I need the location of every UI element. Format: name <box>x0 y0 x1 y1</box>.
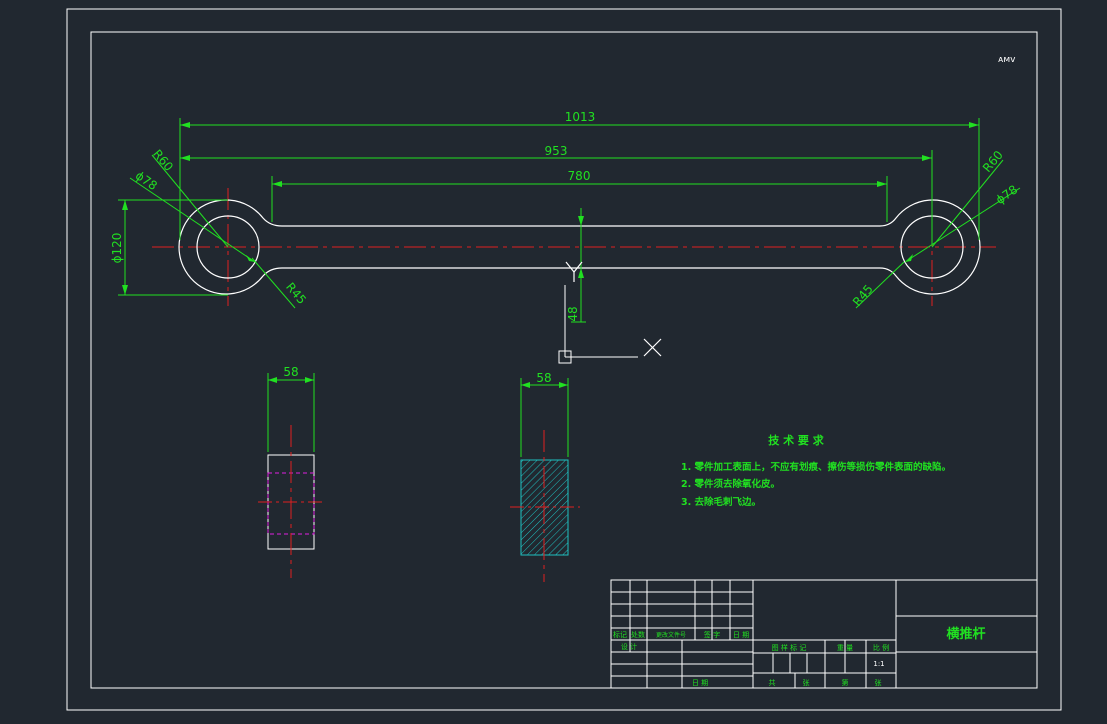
dim-48: 48 <box>566 306 580 321</box>
tb-bottom-sheets1: 张 <box>803 678 810 687</box>
tb-label-sign: 签 字 <box>704 630 720 639</box>
ucs-axis-icon <box>558 261 662 364</box>
dimension-total-length[interactable]: 1013 <box>179 110 980 240</box>
dim-left-R45: R45 <box>283 280 309 307</box>
title-block[interactable] <box>610 579 1038 689</box>
tech-req-title: 技 术 要 求 <box>768 433 824 447</box>
dimension-left-outer-dia[interactable]: ϕ120 <box>110 199 228 296</box>
tb-scale-value: 1:1 <box>873 660 884 668</box>
tb-header-weight: 重 量 <box>837 644 853 652</box>
dim-left-R60: R60 <box>150 147 176 174</box>
tech-req-item-3: 3. 去除毛刺飞边。 <box>681 496 761 508</box>
tb-label-date: 日 期 <box>733 631 749 639</box>
section-view[interactable]: 58 <box>510 371 580 582</box>
tech-req-item-2: 2. 零件须去除氧化皮。 <box>681 478 780 490</box>
title-block-text: 横推杆 标记 处数 更改文件号 签 字 日 期 设 计 图 样 标 记 重 量 … <box>613 626 986 687</box>
dim-953: 953 <box>545 144 568 158</box>
dim-right-phi78: ϕ78 <box>993 182 1020 207</box>
dim-right-R60: R60 <box>980 148 1006 175</box>
tb-bottom-total: 共 <box>769 678 776 687</box>
dimension-straight-length[interactable]: 780 <box>271 169 888 222</box>
dim-780: 780 <box>568 169 591 183</box>
tb-label-change-doc: 更改文件号 <box>656 631 686 639</box>
technical-requirements: 技 术 要 求 1. 零件加工表面上，不应有划痕、擦伤等损伤零件表面的缺陷。 2… <box>681 433 951 508</box>
dimension-right-radius-leaders[interactable]: R60 ϕ78 R45 <box>850 148 1021 309</box>
dim-1013: 1013 <box>565 110 596 124</box>
dimension-center-distance[interactable]: 953 <box>180 144 933 245</box>
part-name: 横推杆 <box>946 626 985 642</box>
tb-header-scale: 比 例 <box>873 643 889 652</box>
dim-section-58: 58 <box>536 371 551 385</box>
tb-bottom-no: 第 <box>842 678 849 687</box>
sheet-outer-border <box>66 8 1062 711</box>
tb-bottom-date: 日 期 <box>692 679 708 687</box>
dim-right-R45: R45 <box>850 282 876 309</box>
tech-req-item-1: 1. 零件加工表面上，不应有划痕、擦伤等损伤零件表面的缺陷。 <box>681 461 951 473</box>
tb-label-designer: 设 计 <box>621 642 637 651</box>
rod-outline <box>178 199 981 295</box>
tb-label-count: 处数 <box>631 630 645 639</box>
dim-side-58: 58 <box>283 365 298 379</box>
sheet-inner-border <box>90 31 1038 689</box>
tb-header-stage-mark: 图 样 标 记 <box>772 643 807 652</box>
tb-label-mark: 标记 <box>613 630 627 639</box>
tb-bottom-sheets2: 张 <box>875 678 882 687</box>
left-bore <box>196 215 260 279</box>
dimension-web-height[interactable]: 48 <box>566 208 586 323</box>
dimension-left-radius-leaders[interactable]: R60 ϕ78 R45 <box>129 147 309 309</box>
side-view[interactable]: 58 <box>258 365 324 578</box>
corner-mark: ᴀᴍᴠ <box>998 55 1016 65</box>
dim-phi120: ϕ120 <box>110 233 124 264</box>
